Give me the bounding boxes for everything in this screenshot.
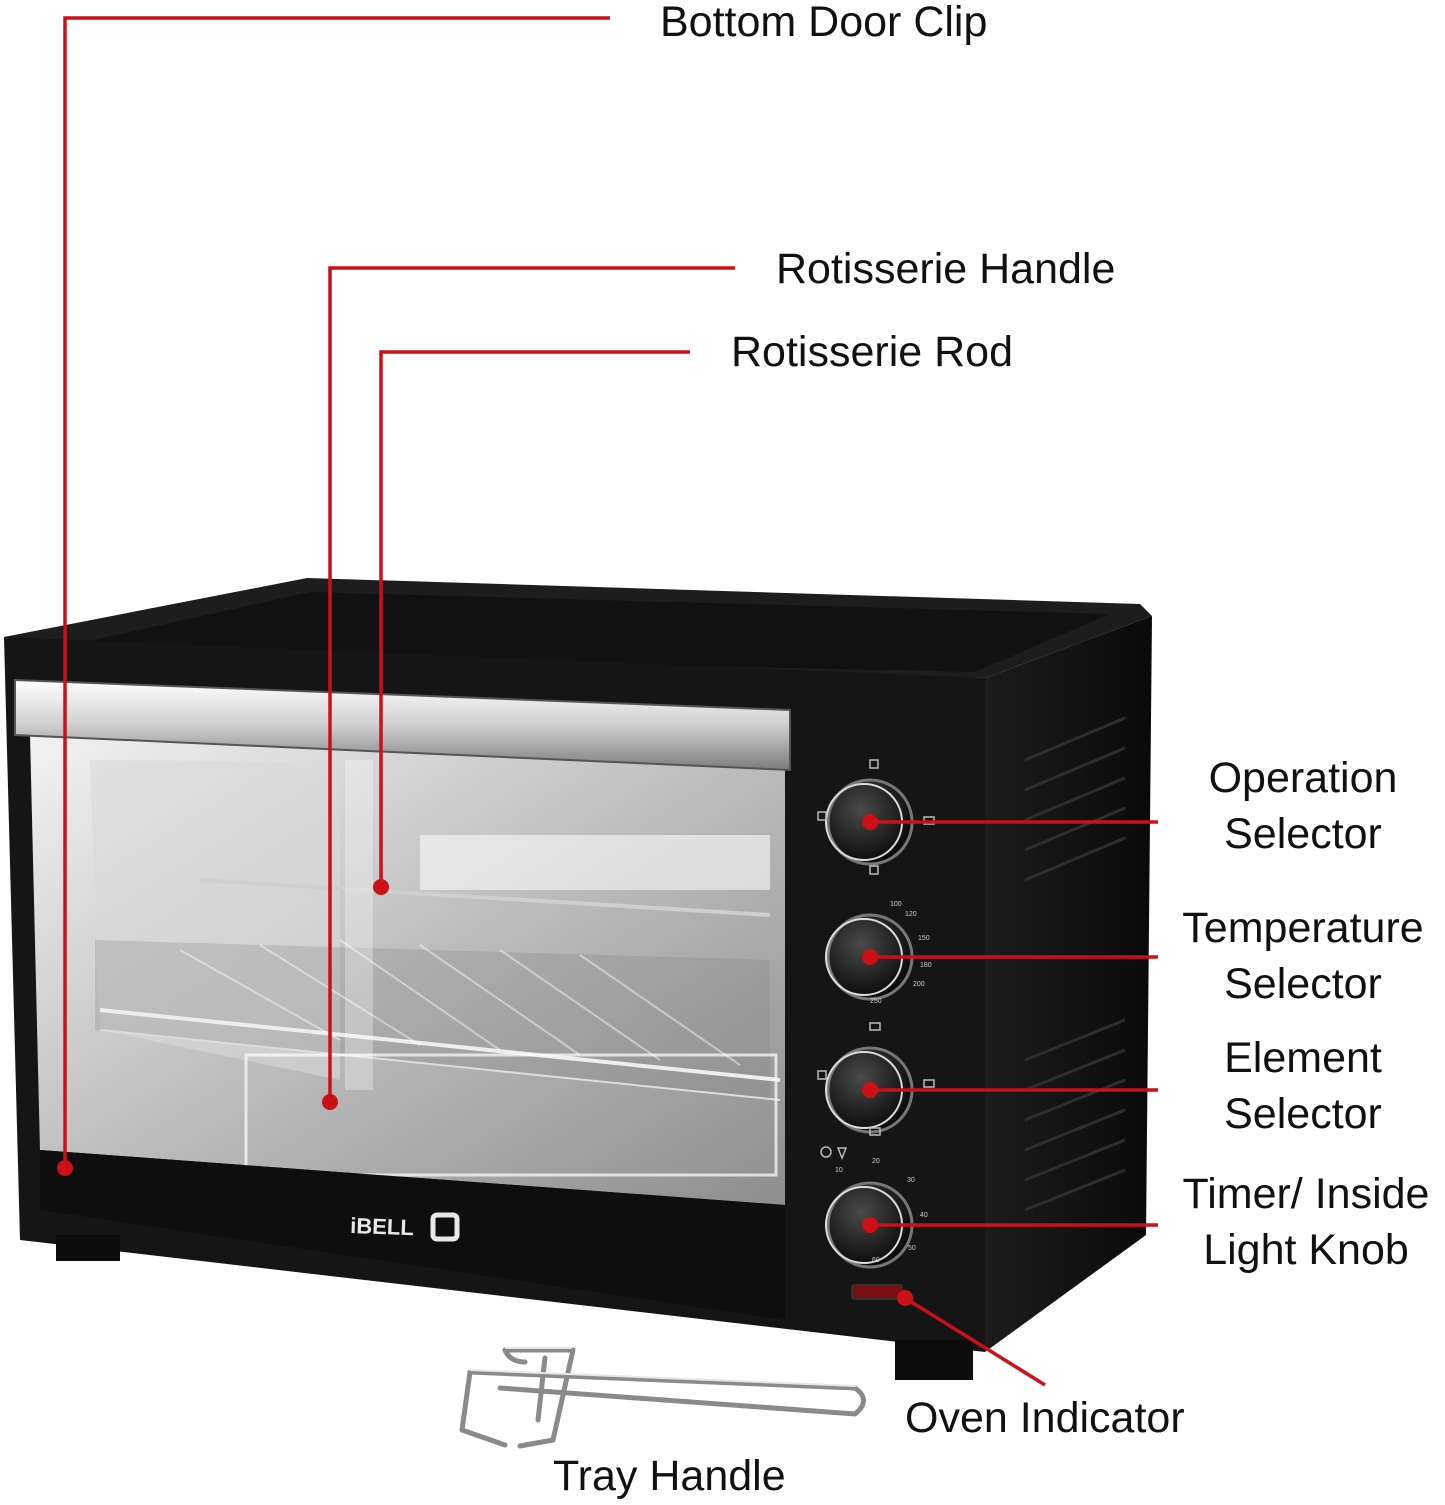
svg-text:10: 10: [835, 1167, 843, 1174]
leader-dot: [322, 1094, 338, 1110]
svg-text:20: 20: [872, 1158, 880, 1165]
leader-dot: [862, 1217, 878, 1233]
oven-indicator-light: [851, 1284, 903, 1300]
leader-dot: [57, 1160, 73, 1176]
label-element-selector: Element Selector: [1224, 1034, 1382, 1138]
label-timer-light-knob: Timer/ Inside Light Knob: [1182, 1170, 1430, 1274]
svg-text:180: 180: [920, 962, 932, 969]
leader-dot: [373, 879, 389, 895]
svg-text:40: 40: [920, 1212, 928, 1219]
leader-dot: [862, 814, 878, 830]
svg-text:150: 150: [918, 935, 930, 942]
leader-lines: [63, 16, 1158, 1387]
svg-text:100: 100: [890, 901, 902, 908]
label-rotisserie-rod: Rotisserie Rod: [731, 328, 1013, 376]
leader-dot: [862, 1082, 878, 1098]
leader-dot: [897, 1290, 913, 1306]
svg-text:50: 50: [908, 1245, 916, 1252]
svg-text:60: 60: [872, 1257, 880, 1264]
leader-line-oven-indicator: [904, 1296, 1046, 1387]
brand-logo-mark: [430, 1212, 460, 1242]
leader-dots: [57, 814, 913, 1306]
door-bottom-strip: [40, 1150, 785, 1320]
brand-logo: iBELL: [350, 1213, 414, 1240]
tray-handle-accessory: [459, 1347, 866, 1449]
oven-interior: [90, 760, 781, 1177]
svg-text:200: 200: [913, 981, 925, 988]
timer-scale: 10 20 30 40 50 60: [835, 1158, 928, 1264]
svg-text:120: 120: [905, 911, 917, 918]
oven-foot: [895, 1340, 973, 1380]
tray-handle-highlight: [469, 1347, 856, 1387]
label-bottom-door-clip: Bottom Door Clip: [660, 0, 988, 46]
label-rotisserie-handle: Rotisserie Handle: [776, 245, 1116, 293]
leader-line-bottom-door-clip: [63, 16, 610, 1168]
label-temperature-selector: Temperature Selector: [1182, 904, 1424, 1008]
leader-line-rotisserie-handle: [328, 266, 735, 1102]
svg-text:250: 250: [870, 998, 882, 1005]
label-tray-handle: Tray Handle: [553, 1452, 786, 1500]
door-handle: [14, 678, 791, 772]
svg-text:30: 30: [907, 1177, 915, 1184]
label-oven-indicator: Oven Indicator: [905, 1394, 1185, 1442]
oven-foot: [56, 1235, 120, 1261]
vent-slots: [1024, 716, 1126, 1212]
label-operation-selector: Operation Selector: [1208, 754, 1398, 858]
leader-line-rotisserie-rod: [379, 350, 690, 887]
temperature-scale: 100 120 150 180 200 250: [870, 901, 932, 1005]
oven-side-panel: [985, 616, 1152, 1352]
leader-dot: [862, 949, 878, 965]
